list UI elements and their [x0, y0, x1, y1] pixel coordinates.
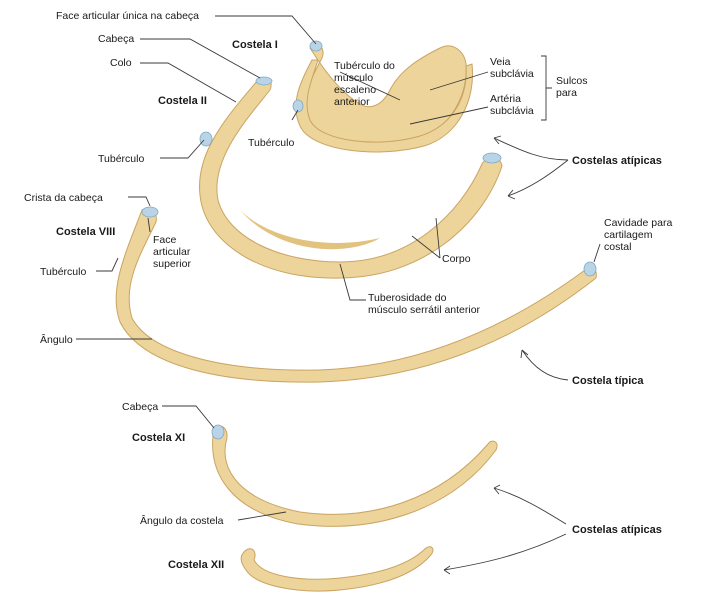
label-tuberculo-musculo-1: Tubérculo do — [334, 60, 395, 72]
leader-corpo — [411, 217, 441, 259]
label-costela-xi: Costela XI — [132, 432, 185, 444]
label-costela-tipica: Costela típica — [572, 375, 644, 387]
label-corpo: Corpo — [442, 253, 471, 265]
leader-cabeca-bottom — [162, 405, 215, 429]
label-tuberculo-musculo-4: anterior — [334, 96, 370, 108]
arrow-atipicas-rib-i — [493, 137, 569, 161]
label-face-articular-superior-2: articular — [153, 246, 191, 258]
rib-viii-costal-cavity — [583, 261, 597, 277]
leader-colo — [140, 62, 237, 103]
label-veia-1: Veia — [490, 56, 511, 68]
leader-tuberculo-costela-ii — [160, 139, 205, 159]
label-sulcos-2: para — [556, 87, 577, 99]
label-tuberculo-costela-i: Tubérculo — [248, 137, 294, 149]
leader-tuberculo-musculo — [339, 71, 401, 101]
leader-tuberculo-costela-i — [291, 109, 299, 121]
rib-i-head-facet — [309, 40, 323, 52]
label-face-articular-superior-1: Face — [153, 234, 177, 246]
leader-angulo-costela — [237, 511, 287, 521]
label-angulo-costela: Ângulo da costela — [140, 514, 224, 527]
label-tuberculo-musculo-3: escaleno — [334, 84, 376, 96]
arrow-atipicas-rib-ii — [507, 159, 569, 197]
rib-xi-head-facet — [211, 424, 225, 440]
label-tuberosidade-2: músculo serrátil anterior — [368, 304, 481, 316]
label-cabeca-top: Cabeça — [98, 33, 134, 45]
rib-xi-bone — [211, 424, 498, 527]
arrow-costela-tipica — [521, 349, 569, 381]
rib-ii-anterior-end — [482, 152, 502, 164]
rib-i-tubercle-facet — [292, 99, 304, 113]
label-angulo: Ângulo — [40, 333, 73, 346]
arrow-atipicas-rib-xi — [493, 487, 567, 525]
label-tuberculo-costela-ii: Tubérculo — [98, 153, 144, 165]
leader-tuberculo-viii — [96, 257, 119, 272]
label-colo: Colo — [110, 57, 132, 69]
label-cavidade-3: costal — [604, 241, 631, 253]
leader-arteria — [409, 106, 489, 125]
label-tuberculo-musculo-2: músculo — [334, 72, 373, 84]
rib-viii-head-facet — [141, 206, 159, 218]
leader-cavidade — [593, 243, 601, 263]
label-face-articular-superior-3: superior — [153, 258, 191, 270]
label-tuberosidade-1: Tuberosidade do — [368, 292, 447, 304]
label-costela-ii: Costela II — [158, 95, 207, 107]
label-sulcos-1: Sulcos — [556, 75, 588, 87]
label-costela-i: Costela I — [232, 39, 278, 51]
label-cabeca-bottom: Cabeça — [122, 401, 158, 413]
leader-tuberosidade — [339, 263, 366, 301]
label-tuberculo-viii: Tubérculo — [40, 266, 86, 278]
leader-face-articular-superior — [147, 217, 151, 233]
rib-ii-bone — [198, 76, 503, 279]
leader-crista-cabeca — [128, 196, 151, 207]
rib-viii-bone — [115, 206, 597, 383]
arrow-atipicas-rib-xii — [443, 533, 567, 571]
label-arteria-2: subclávia — [490, 105, 534, 117]
label-costela-xii: Costela XII — [168, 559, 224, 571]
leader-cabeca-top — [140, 38, 261, 79]
label-arteria-1: Artéria — [490, 93, 521, 105]
rib-i-bone — [292, 40, 474, 153]
label-veia-2: subclávia — [490, 68, 534, 80]
label-cavidade-2: cartilagem — [604, 229, 653, 241]
label-cavidade-1: Cavidade para — [604, 217, 672, 229]
rib-xii-bone — [240, 546, 434, 592]
label-costelas-atipicas-bottom: Costelas atípicas — [572, 524, 662, 536]
label-costela-viii: Costela VIII — [56, 226, 115, 238]
leader-face-articular-unica — [215, 15, 317, 45]
leader-veia — [429, 71, 489, 91]
rib-ii-tubercle-facet — [199, 131, 213, 147]
bracket-sulcos — [541, 55, 552, 121]
label-costelas-atipicas-top: Costelas atípicas — [572, 155, 662, 167]
rib-ii-head-facet — [255, 76, 273, 86]
label-face-articular-unica: Face articular única na cabeça — [56, 10, 199, 22]
label-crista-cabeca: Crista da cabeça — [24, 192, 103, 204]
